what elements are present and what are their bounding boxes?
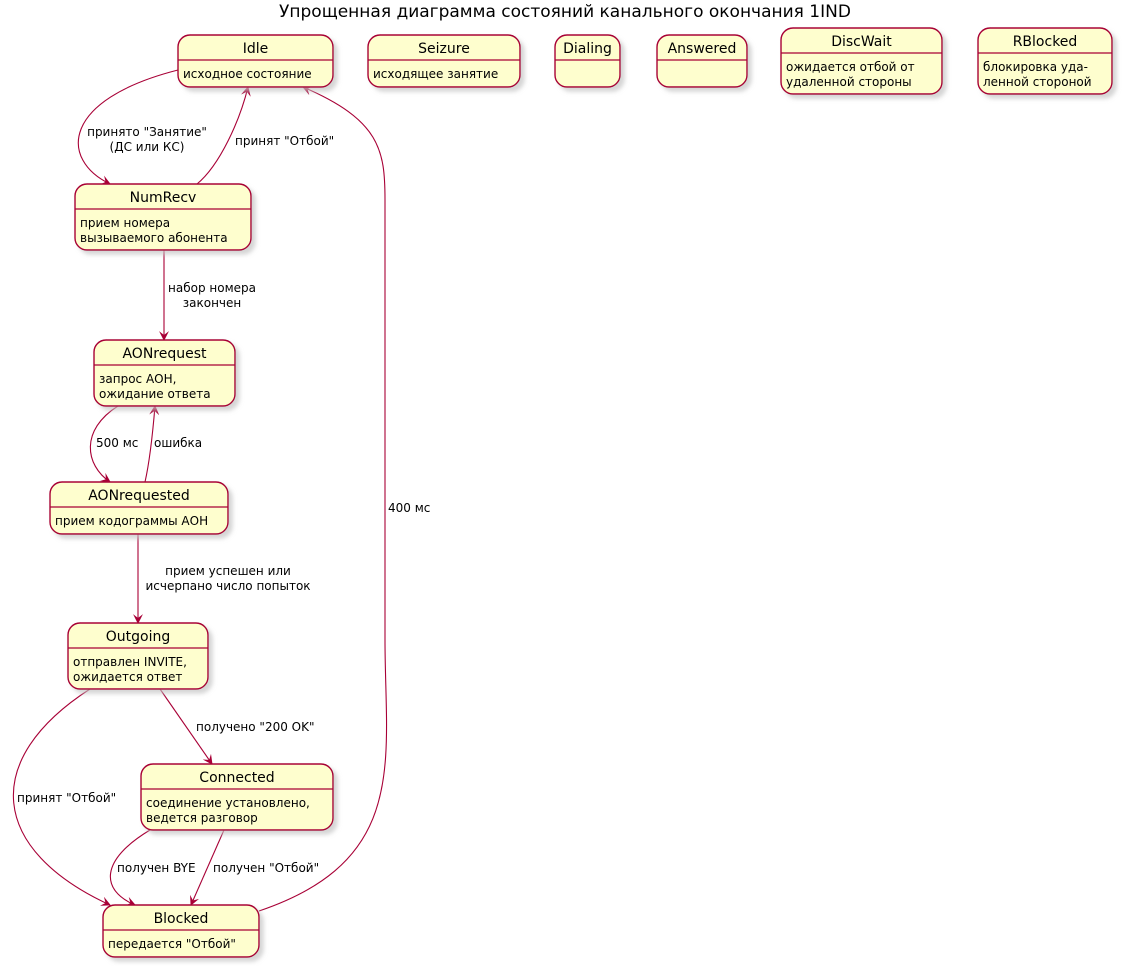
transition-label: набор номера xyxy=(168,281,256,295)
state-description: ожидание ответа xyxy=(99,387,211,401)
transition-label: исчерпано число попыток xyxy=(145,579,310,593)
transition-arrow xyxy=(258,85,388,912)
transition-label: (ДС или КС) xyxy=(110,140,185,154)
state-box xyxy=(140,763,334,831)
state-name: AONrequested xyxy=(88,488,190,504)
state-description: ожидается отбой от xyxy=(786,60,915,74)
state-name: Blocked xyxy=(154,911,209,927)
state-description: вызываемого абонента xyxy=(80,231,228,245)
state-name: Idle xyxy=(243,41,269,57)
transition-label: принято "Занятие" xyxy=(87,125,207,139)
transition-label: получен BYE xyxy=(117,861,196,875)
states-layer: Idle исходное состояние Seizure исходящее з… xyxy=(49,27,1113,958)
transition-label: 500 мс xyxy=(96,436,138,450)
state-description: ведется разговор xyxy=(146,811,258,825)
state-description: передается "Отбой" xyxy=(108,937,236,951)
state-name: Dialing xyxy=(563,41,612,57)
state-description: ожидается ответ xyxy=(73,670,182,684)
state-name: RBlocked xyxy=(1013,34,1078,50)
transition-arrow xyxy=(159,688,213,765)
state-name: AONrequest xyxy=(122,346,207,362)
state-name: Outgoing xyxy=(106,629,170,645)
state-description: отправлен INVITE, xyxy=(73,655,187,669)
transition-arrow xyxy=(110,829,151,907)
state-box xyxy=(93,339,236,407)
state-box xyxy=(656,34,748,88)
state-description: исходное состояние xyxy=(183,67,312,81)
state-box xyxy=(554,34,621,88)
transitions-layer: принято "Занятие"(ДС или КС) принят "Отбо… xyxy=(12,69,430,912)
transition-label: ошибка xyxy=(154,436,202,450)
transition-arrow xyxy=(89,405,119,483)
transition-blocked-idle: 400 мс xyxy=(258,85,430,912)
state-name: DiscWait xyxy=(831,34,892,50)
transition-arrow xyxy=(12,688,111,906)
transition-label: получен "Отбой" xyxy=(213,861,319,875)
transition-label: принят "Отбой" xyxy=(235,134,334,148)
state-idle: Idle исходное состояние xyxy=(177,34,334,88)
state-name: Answered xyxy=(668,41,737,57)
state-box xyxy=(780,27,943,95)
state-rblocked: RBlocked блокировка уда-ленной стороной xyxy=(977,27,1113,95)
transition-label: получено "200 OK" xyxy=(196,720,315,734)
state-description: прием номера xyxy=(80,216,170,230)
state-box xyxy=(367,34,521,88)
state-box xyxy=(49,481,229,535)
state-box xyxy=(177,34,334,88)
transition-numrecv-idle: принят "Отбой" xyxy=(196,86,334,185)
state-name: NumRecv xyxy=(130,190,197,206)
state-description: прием кодограммы АОН xyxy=(55,514,208,528)
transition-outgoing-blocked: принят "Отбой" xyxy=(12,688,116,906)
transition-aonrequested-aonrequest: ошибка xyxy=(144,405,202,483)
state-aonrequested: AONrequested прием кодограммы АОН xyxy=(49,481,229,535)
transition-label: закончен xyxy=(183,296,242,310)
transition-arrow xyxy=(77,69,179,185)
state-name: Seizure xyxy=(418,41,470,57)
state-dialing: Dialing xyxy=(554,34,621,88)
state-blocked: Blocked передается "Отбой" xyxy=(102,904,260,958)
state-description: блокировка уда- xyxy=(983,60,1088,74)
transition-connected-blocked-bye: получен BYE xyxy=(110,829,196,907)
transition-label: 400 мс xyxy=(388,501,430,515)
transition-outgoing-connected: получено "200 OK" xyxy=(159,688,315,765)
diagram-title: Упрощенная диаграмма состояний канальног… xyxy=(279,2,851,22)
state-description: исходящее занятие xyxy=(373,67,498,81)
transition-label: прием успешен или xyxy=(165,564,291,578)
state-aonrequest: AONrequest запрос АОН,ожидание ответа xyxy=(93,339,236,407)
state-description: запрос АОН, xyxy=(99,372,176,386)
transition-idle-numrecv: принято "Занятие"(ДС или КС) xyxy=(77,69,207,185)
state-seizure: Seizure исходящее занятие xyxy=(367,34,521,88)
state-description: соединение установлено, xyxy=(146,796,310,810)
state-description: удаленной стороны xyxy=(786,75,912,89)
transition-arrow xyxy=(190,829,225,906)
state-answered: Answered xyxy=(656,34,748,88)
transition-arrow xyxy=(144,405,160,483)
transition-label: принят "Отбой" xyxy=(17,791,116,805)
state-box xyxy=(977,27,1113,95)
state-box xyxy=(74,183,252,251)
transition-arrow xyxy=(196,86,251,185)
state-connected: Connected соединение установлено,ведется … xyxy=(140,763,334,831)
state-outgoing: Outgoing отправлен INVITE,ожидается ответ xyxy=(67,622,209,690)
state-box xyxy=(67,622,209,690)
transition-connected-blocked-otboi: получен "Отбой" xyxy=(190,829,319,906)
transition-aonrequest-aonrequested: 500 мс xyxy=(89,405,138,483)
state-description: ленной стороной xyxy=(983,75,1092,89)
state-box xyxy=(102,904,260,958)
state-name: Connected xyxy=(199,770,274,786)
